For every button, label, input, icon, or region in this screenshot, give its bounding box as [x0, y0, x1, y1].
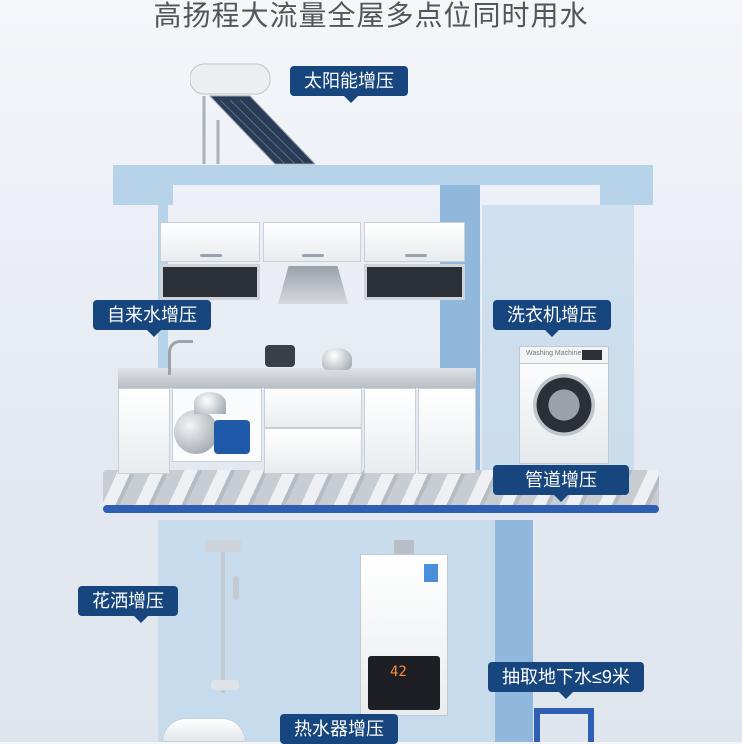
roof-drop-right [600, 165, 653, 205]
label-pipeline: 管道增压 [493, 465, 629, 502]
booster-pump-icon [174, 392, 250, 456]
bathtub-icon [162, 718, 246, 742]
label-tap-water: 自来水增压 [93, 300, 211, 337]
wall-left [158, 205, 168, 495]
ground-pipe [534, 708, 594, 742]
label-groundwater: 抽取地下水≤9米 [488, 662, 644, 699]
water-heater-icon: 42 [360, 540, 448, 718]
roof-drop-left [113, 165, 173, 205]
faucet-icon [168, 340, 193, 375]
upper-cabinets [160, 222, 465, 306]
floor-pipe [103, 505, 659, 513]
lower-room-bg [158, 520, 533, 742]
kitchen-counter [118, 368, 476, 474]
washer-brand: Washing Machine [526, 350, 582, 357]
heater-display: 42 [390, 664, 407, 680]
pot-icon [265, 345, 295, 367]
solar-heater-icon [189, 60, 317, 165]
label-washer: 洗衣机增压 [493, 300, 611, 337]
kettle-icon [322, 348, 352, 370]
shower-icon [205, 540, 260, 700]
label-water-heater: 热水器增压 [280, 714, 398, 744]
label-solar: 太阳能增压 [290, 66, 408, 103]
label-shower: 花洒增压 [78, 586, 178, 623]
roof-beam [113, 165, 653, 185]
page-title: 高扬程大流量全屋多点位同时用水 [153, 0, 589, 31]
range-hood-icon [278, 266, 348, 304]
lower-right-pipe [495, 520, 533, 742]
washing-machine-icon: Washing Machine [519, 346, 609, 464]
